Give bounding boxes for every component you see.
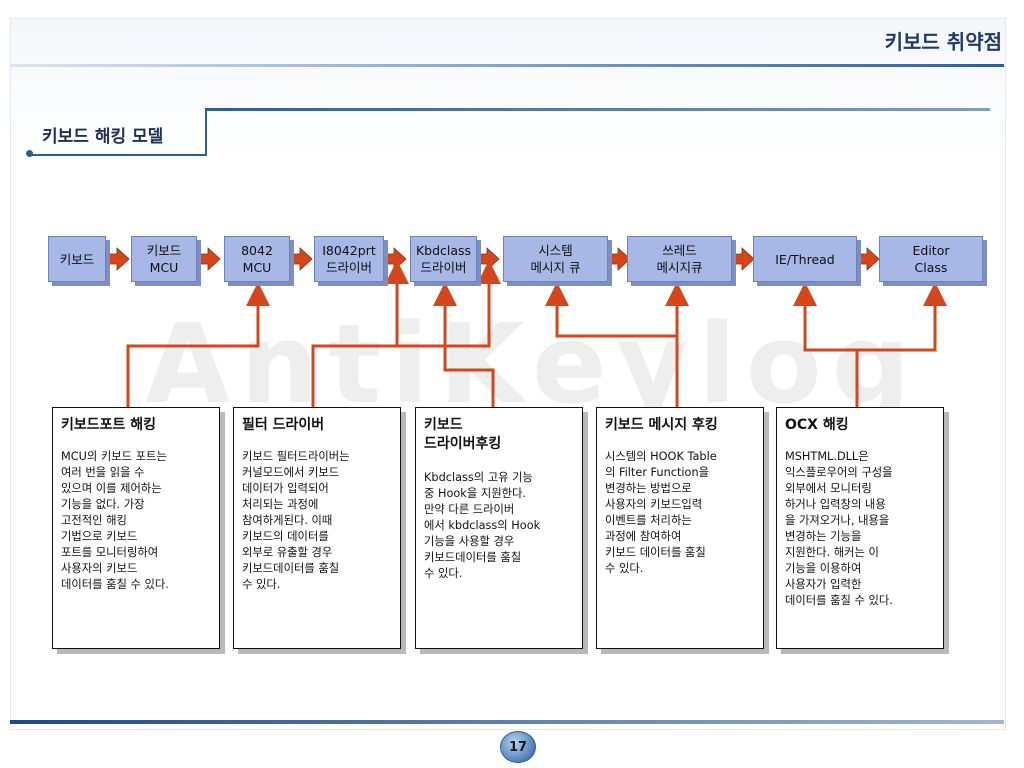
flow-arrow-4 <box>384 247 407 271</box>
flow-node-kbdclass-driver: Kbdclass 드라이버 <box>410 236 477 282</box>
card-body: MCU의 키보드 포트는 여러 번을 읽을 수 있으며 이를 제어하는 기능을 … <box>61 450 169 591</box>
card-title: OCX 해킹 <box>785 417 849 433</box>
card-title: 필터 드라이버 <box>242 417 325 433</box>
flow-arrow-6 <box>608 247 631 271</box>
card-title: 키보드포트 해킹 <box>61 417 157 433</box>
connector-ocx-hacking <box>793 282 859 407</box>
section-bracket <box>30 108 207 156</box>
flow-node-thread-message-queue: 쓰레드 메시지큐 <box>627 236 732 282</box>
footer-divider <box>10 720 1004 724</box>
card-keyboard-driver-hooking: 키보드 드라이버후킹 Kbdclass의 고유 기능 중 Hook을 지원한다.… <box>415 407 583 649</box>
connector-port-hacking <box>126 282 270 407</box>
flow-node-system-message-queue: 시스템 메시지 큐 <box>503 236 608 282</box>
card-body: MSHTML.DLL은 익스플로우어의 구성을 외부에서 모니터링 하거나 입력… <box>785 450 893 607</box>
flow-node-editor-class: Editor Class <box>879 236 983 282</box>
card-ocx-hacking: OCX 해킹 MSHTML.DLL은 익스플로우어의 구성을 외부에서 모니터링… <box>776 407 944 649</box>
flow-node-ie-thread: IE/Thread <box>753 236 857 282</box>
flow-arrow-2 <box>198 247 221 271</box>
connector-driver-hooking <box>433 282 495 407</box>
watermark: AntiKeylog <box>145 300 921 428</box>
connector-message-hooking <box>545 282 679 407</box>
card-filter-driver: 필터 드라이버 키보드 필터드라이버는 커널모드에서 키보드 데이터가 입력되어… <box>233 407 401 649</box>
slide-header-title: 키보드 취약점 <box>884 30 1002 54</box>
section-title: 키보드 해킹 모델 <box>42 127 164 147</box>
flow-arrows <box>107 247 880 271</box>
section-rule <box>205 108 990 111</box>
hack-connectors <box>126 260 947 407</box>
card-keyboard-port-hacking: 키보드포트 해킹 MCU의 키보드 포트는 여러 번을 읽을 수 있으며 이를 … <box>52 407 220 649</box>
flow-arrow-3 <box>290 247 313 271</box>
flow-node-keyboard: 키보드 <box>48 236 106 282</box>
flow-node-i8042prt-driver: I8042prt 드라이버 <box>314 236 384 282</box>
flow-arrow-7 <box>732 247 755 271</box>
card-title: 키보드 드라이버후킹 <box>424 417 502 452</box>
flow-arrow-5 <box>477 247 500 271</box>
card-body: 시스템의 HOOK Table 의 Filter Function을 변경하는 … <box>605 450 717 575</box>
connector-ocx-hacking-b <box>857 282 947 352</box>
card-body: Kbdclass의 고유 기능 중 Hook을 지원한다. 만약 다른 드라이버… <box>424 471 541 580</box>
flow-arrow-8 <box>857 247 880 271</box>
flow-arrow-1 <box>107 247 130 271</box>
card-title: 키보드 메시지 후킹 <box>605 417 718 433</box>
header-divider <box>10 64 1004 67</box>
connector-filter-driver-b <box>313 260 501 348</box>
connector-filter-driver <box>311 260 409 407</box>
flow-node-8042-mcu: 8042 MCU <box>224 236 290 282</box>
card-body: 키보드 필터드라이버는 커널모드에서 키보드 데이터가 입력되어 처리되는 과정… <box>242 450 350 591</box>
page-number-badge: 17 <box>500 731 536 763</box>
section-bullet-dot <box>26 150 33 157</box>
flow-node-keyboard-mcu: 키보드 MCU <box>131 236 197 282</box>
card-keyboard-message-hooking: 키보드 메시지 후킹 시스템의 HOOK Table 의 Filter Func… <box>596 407 764 649</box>
